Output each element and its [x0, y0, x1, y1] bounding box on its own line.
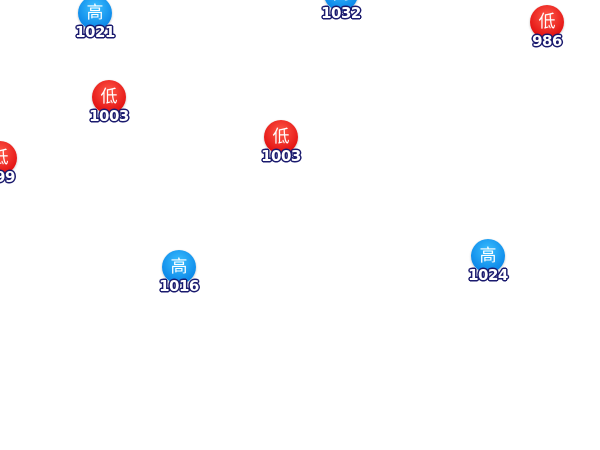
- high-pressure-icon: 高: [324, 0, 358, 11]
- low-pressure-icon: 低: [92, 80, 126, 114]
- pressure-value: 1003: [89, 107, 129, 125]
- pressure-value: 1021: [75, 23, 115, 41]
- high-pressure-marker[interactable]: 高 1016: [149, 250, 209, 300]
- low-pressure-icon: 低: [530, 5, 564, 39]
- pressure-value: 1024: [468, 266, 508, 284]
- low-pressure-marker[interactable]: 低 986: [517, 5, 577, 55]
- high-pressure-icon: 高: [471, 239, 505, 273]
- low-pressure-marker[interactable]: 低 1003: [251, 120, 311, 170]
- high-pressure-marker[interactable]: 高 1024: [458, 239, 518, 289]
- high-pressure-icon: 高: [78, 0, 112, 30]
- high-pressure-marker[interactable]: 高 1032: [311, 0, 371, 27]
- low-pressure-marker[interactable]: 低 1003: [79, 80, 139, 130]
- pressure-value: 986: [532, 32, 562, 50]
- high-pressure-marker[interactable]: 高 1021: [65, 0, 125, 46]
- low-pressure-icon: 低: [0, 141, 17, 175]
- low-pressure-icon: 低: [264, 120, 298, 154]
- pressure-value: 1003: [261, 147, 301, 165]
- pressure-value: 1032: [321, 4, 361, 22]
- pressure-value: 999: [0, 168, 15, 186]
- high-pressure-icon: 高: [162, 250, 196, 284]
- pressure-value: 1016: [159, 277, 199, 295]
- low-pressure-marker[interactable]: 低 999: [0, 141, 30, 191]
